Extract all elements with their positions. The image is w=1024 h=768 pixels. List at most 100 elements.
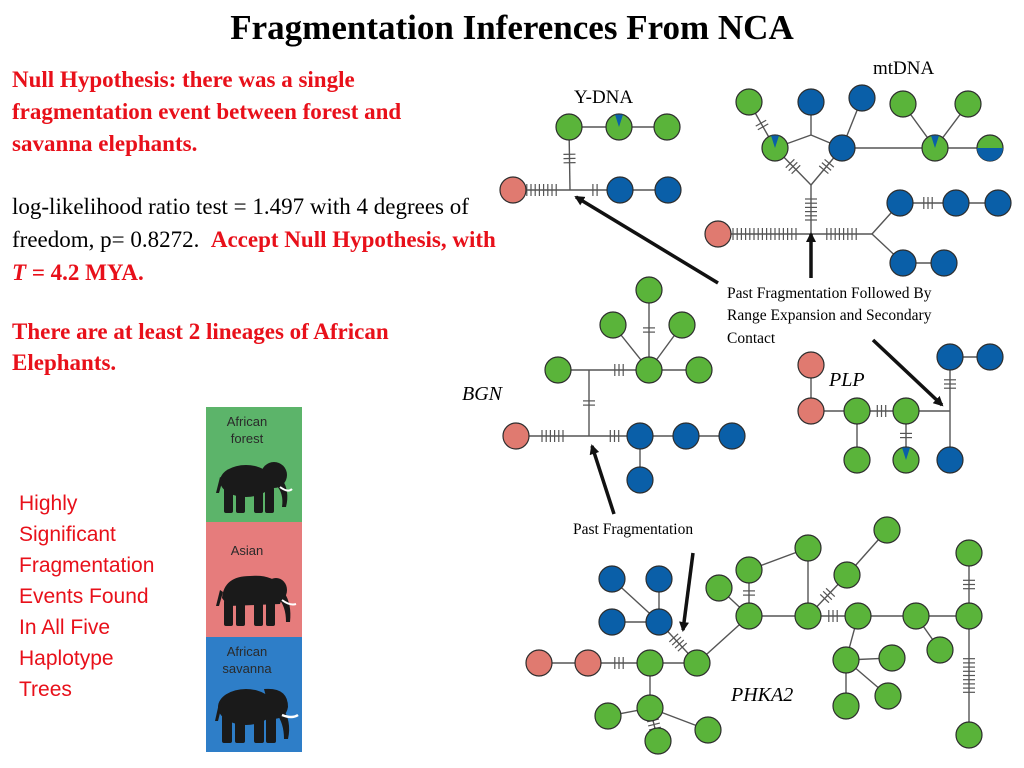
haplotype-node — [626, 422, 654, 450]
mutation-tick — [674, 639, 685, 649]
panel-label-line: Asian — [230, 543, 264, 558]
mutation-tick — [791, 164, 801, 175]
panel-label-line: savanna — [222, 661, 272, 676]
haplotype-node — [645, 608, 673, 636]
log-likelihood-text: log-likelihood ratio test = 1.497 with 4… — [12, 190, 502, 289]
haplotype-node — [797, 397, 825, 425]
haplotype-node — [902, 602, 930, 630]
significance-line: Trees — [19, 678, 72, 701]
haplotype-node — [874, 682, 902, 710]
significance-line: In All Five — [19, 616, 111, 639]
panel-label-line: forest — [230, 431, 264, 446]
haplotype-node — [984, 189, 1012, 217]
arrow-to-ydna — [574, 195, 719, 285]
haplotype-node — [735, 602, 763, 630]
haplotype-node — [694, 716, 722, 744]
african-forest-label: African forest — [206, 413, 288, 447]
past-frag-label: Past Fragmentation — [573, 521, 693, 538]
haplotype-node — [735, 556, 763, 584]
haplotype-node — [705, 574, 733, 602]
ydna-label: Y-DNA — [574, 87, 633, 108]
haplotype-node — [936, 446, 964, 474]
arrow-to-bgn — [589, 444, 616, 515]
mutation-tick — [785, 158, 795, 169]
blue-wedge — [931, 135, 939, 148]
asian-elephant-icon — [216, 575, 297, 626]
haplotype-node — [635, 276, 663, 304]
haplotype-node — [942, 189, 970, 217]
blue-wedge — [902, 447, 910, 460]
significance-line: Events Found — [19, 585, 149, 608]
mutation-tick — [788, 161, 798, 172]
panel-label-line: African — [226, 414, 268, 429]
african-savanna-panel: African savanna — [206, 637, 302, 752]
haplotype-node — [544, 356, 572, 384]
haplotype-node — [797, 351, 825, 379]
mutation-tick — [757, 123, 769, 131]
haplotype-node — [636, 694, 664, 722]
haplotype-node — [843, 446, 871, 474]
haplotype-node — [598, 565, 626, 593]
haplotype-node — [735, 88, 763, 116]
mutation-tick — [819, 593, 830, 604]
mutation-tick — [755, 119, 767, 127]
haplotype-node — [794, 602, 822, 630]
haplotype-node — [555, 113, 583, 141]
haplotype-node — [886, 189, 914, 217]
haplotype-node — [574, 649, 602, 677]
t-symbol: T — [12, 260, 27, 285]
significance-line: Fragmentation — [19, 554, 155, 577]
mutation-tick — [671, 636, 682, 646]
haplotype-node — [718, 422, 746, 450]
haplotype-node — [598, 608, 626, 636]
panel-label-line: African — [226, 644, 268, 659]
arrow-to-plp — [871, 338, 944, 407]
haplotype-node — [644, 727, 672, 755]
haplotype-node — [653, 113, 681, 141]
past-frag-range-line: Range Expansion and Secondary — [727, 307, 932, 324]
haplotype-node — [892, 397, 920, 425]
mutation-tick — [818, 165, 829, 175]
haplotype-node — [873, 516, 901, 544]
mutation-tick — [648, 722, 660, 727]
plp-label: PLP — [828, 369, 865, 391]
significance-line: Haplotype — [19, 647, 114, 670]
haplotype-node — [683, 649, 711, 677]
asian-label: Asian — [206, 542, 288, 559]
null-hypothesis-text: Null Hypothesis: there was a single frag… — [12, 67, 402, 156]
haplotype-node — [955, 602, 983, 630]
haplotype-node — [685, 356, 713, 384]
network-edges — [513, 97, 998, 742]
haplotype-node — [606, 176, 634, 204]
mutation-tick — [821, 162, 832, 171]
haplotype-node — [626, 466, 654, 494]
haplotype-node — [645, 565, 673, 593]
significance-note: Highly Significant Fragmentation Events … — [19, 488, 199, 705]
arrow-to-phka2 — [679, 552, 695, 632]
haplotype-node — [878, 644, 906, 672]
llr-test-text: log-likelihood ratio test = 1.497 with 4… — [12, 194, 469, 252]
haplotype-node — [525, 649, 553, 677]
significance-line: Significant — [19, 523, 116, 546]
haplotype-node — [704, 220, 732, 248]
haplotype-node — [844, 602, 872, 630]
forest-elephant-icon — [216, 462, 293, 513]
haplotype-node — [502, 422, 530, 450]
haplotype-node — [954, 90, 982, 118]
haplotype-node — [832, 692, 860, 720]
t-value: = 4.2 MYA. — [31, 260, 144, 285]
mutation-ticks — [526, 119, 975, 731]
african-forest-panel: African forest — [206, 407, 302, 522]
haplotype-node — [668, 311, 696, 339]
mutation-tick — [822, 590, 833, 601]
significance-line: Highly — [19, 492, 78, 515]
haplotype-node — [889, 90, 917, 118]
mutation-tick — [668, 633, 679, 643]
haplotype-node — [828, 134, 856, 162]
haplotype-node — [955, 721, 983, 749]
savanna-elephant-icon — [215, 688, 299, 743]
haplotype-node — [889, 249, 917, 277]
past-frag-range-line: Past Fragmentation Followed By — [727, 285, 932, 302]
asian-panel: Asian — [206, 522, 302, 637]
